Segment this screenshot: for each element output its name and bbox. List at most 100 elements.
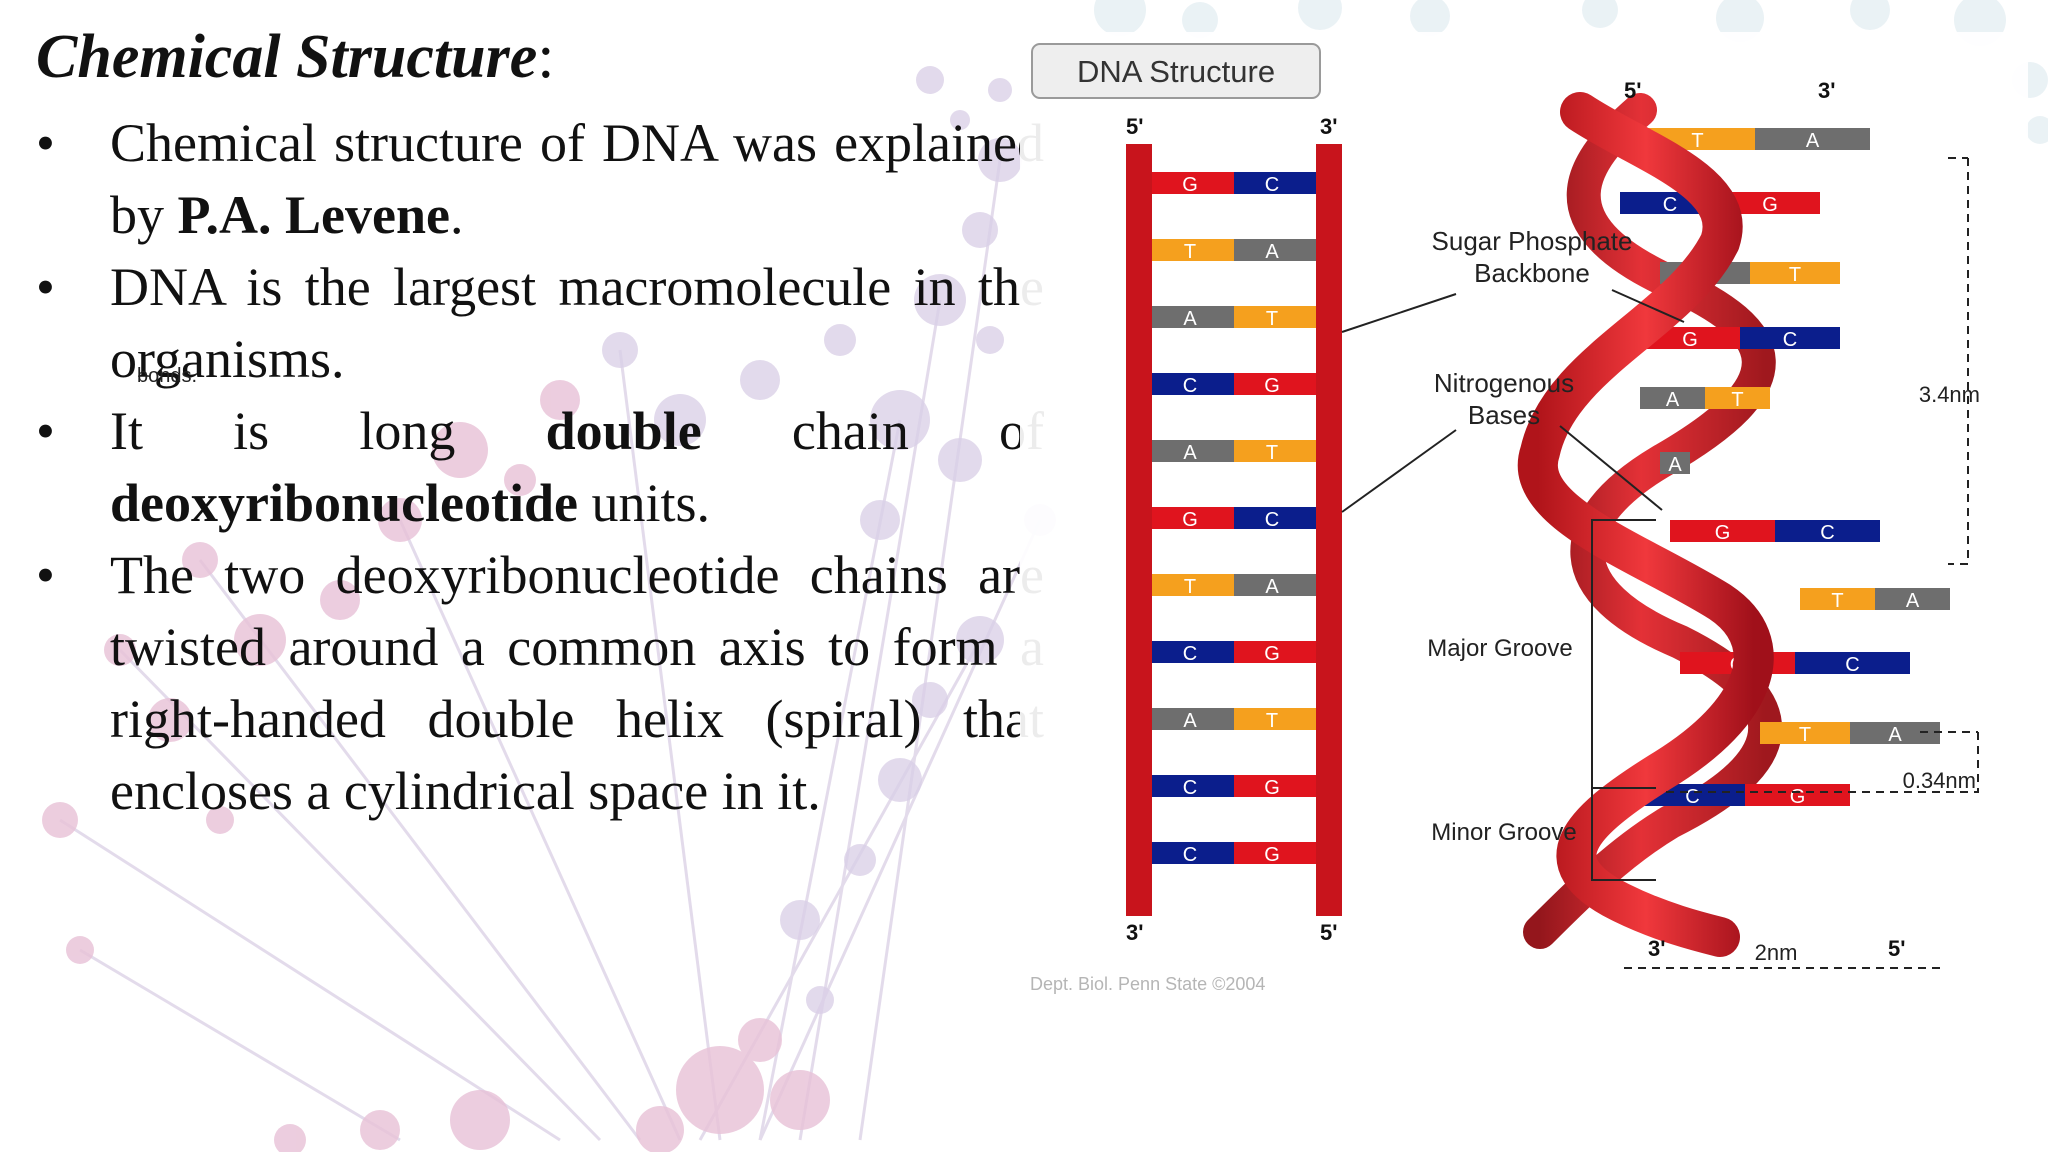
- bullet-marker: •: [36, 257, 55, 317]
- base-letter: T: [1266, 308, 1278, 330]
- base-block: [1740, 327, 1840, 349]
- groove-brackets: [1591, 519, 1656, 881]
- dna-structure-button[interactable]: DNA Structure: [1031, 43, 1321, 99]
- base-letter: T: [1184, 241, 1196, 263]
- base-block: [1234, 842, 1316, 864]
- helix-top-left-label: 5': [1624, 78, 1641, 103]
- base-block: [1152, 842, 1234, 864]
- sugar-phosphate-label-line1: Sugar Phosphate: [1432, 226, 1633, 256]
- bullet-marker: •: [36, 401, 55, 461]
- base-block: [1760, 722, 1850, 744]
- nitrogenous-bases-label-line1: Nitrogenous: [1434, 368, 1574, 398]
- base-letter: G: [1790, 786, 1806, 808]
- base-letter: A: [1183, 442, 1197, 464]
- width-measurement-label: 2nm: [1755, 940, 1798, 965]
- pitch-measurement-label: 3.4nm: [1919, 382, 1980, 407]
- bullet-3-end: units.: [578, 473, 711, 533]
- base-letter: G: [1264, 643, 1280, 665]
- base-block: [1720, 192, 1820, 214]
- base-letter: C: [1183, 643, 1197, 665]
- base-letter: A: [1265, 576, 1279, 598]
- base-block: [1152, 507, 1234, 529]
- base-letter: T: [1789, 264, 1801, 286]
- base-letter: C: [1783, 329, 1797, 351]
- base-block: [1234, 440, 1316, 462]
- base-letter: A: [1668, 454, 1682, 476]
- minor-groove-label: Minor Groove: [1431, 819, 1576, 846]
- base-letter: A: [1806, 130, 1820, 152]
- base-block: [1745, 784, 1850, 806]
- base-letter: G: [1264, 844, 1280, 866]
- helix-front-strand: [1517, 92, 1774, 957]
- slide-title-colon: :: [537, 23, 555, 91]
- bullet-3-part: chain of: [701, 401, 1045, 461]
- base-letter: T: [1266, 710, 1278, 732]
- base-letter: C: [1663, 194, 1677, 216]
- base-block: [1152, 708, 1234, 730]
- base-block: [1755, 128, 1870, 150]
- ladder-backbone-left: [1126, 144, 1152, 916]
- dna-structure-button-label: DNA Structure: [1077, 54, 1275, 89]
- slide-title: Chemical Structure:: [36, 22, 554, 93]
- rise-measurement-label: 0.34nm: [1903, 768, 1976, 793]
- base-block: [1850, 722, 1940, 744]
- bullet-3-bold: deoxyribonucleotide: [110, 473, 578, 533]
- base-letter: A: [1888, 724, 1902, 746]
- bullet-1-part: Chemical structure of DNA was explained …: [110, 113, 1044, 245]
- base-letter: T: [1799, 724, 1811, 746]
- base-block: [1234, 641, 1316, 663]
- bullet-marker: •: [36, 545, 55, 605]
- base-block: [1234, 306, 1316, 328]
- nitrogenous-bases-label-line2: Bases: [1468, 400, 1540, 430]
- bullet-1-bold: P.A. Levene: [177, 185, 450, 245]
- base-block: [1640, 387, 1705, 409]
- base-block: [1234, 172, 1316, 194]
- base-letter: G: [1682, 329, 1698, 351]
- base-letter: A: [1666, 389, 1680, 411]
- slide-title-text: Chemical Structure: [36, 23, 538, 91]
- base-block: [1234, 373, 1316, 395]
- base-block: [1660, 452, 1690, 474]
- ladder-backbone-right: [1316, 144, 1342, 916]
- base-letter: G: [1182, 174, 1198, 196]
- base-block: [1705, 387, 1770, 409]
- bullet-text-1: Chemical structure of DNA was explained …: [110, 107, 1044, 251]
- sugar-phosphate-label-line2: Backbone: [1474, 258, 1590, 288]
- ladder-bottom-right-label: 5': [1320, 920, 1337, 945]
- base-letter: A: [1906, 590, 1920, 612]
- bullet-text-4: The two deoxyribonucleotide chains are t…: [110, 545, 1044, 821]
- base-block: [1152, 172, 1234, 194]
- base-block: [1152, 239, 1234, 261]
- helix-bottom-left-label: 3': [1648, 936, 1665, 961]
- base-block: [1152, 373, 1234, 395]
- base-block: [1152, 306, 1234, 328]
- ladder-top-left-label: 5': [1126, 114, 1143, 139]
- base-block: [1775, 520, 1880, 542]
- base-letter: G: [1182, 509, 1198, 531]
- major-groove-label: Major Groove: [1427, 635, 1572, 662]
- base-letter: C: [1265, 174, 1279, 196]
- measurement-lines: [1624, 157, 1979, 969]
- base-block: [1234, 708, 1316, 730]
- base-block: [1152, 440, 1234, 462]
- base-block: [1234, 775, 1316, 797]
- base-letter: T: [1731, 389, 1743, 411]
- figure-credit: Dept. Biol. Penn State ©2004: [1030, 974, 1265, 994]
- base-block: [1750, 262, 1840, 284]
